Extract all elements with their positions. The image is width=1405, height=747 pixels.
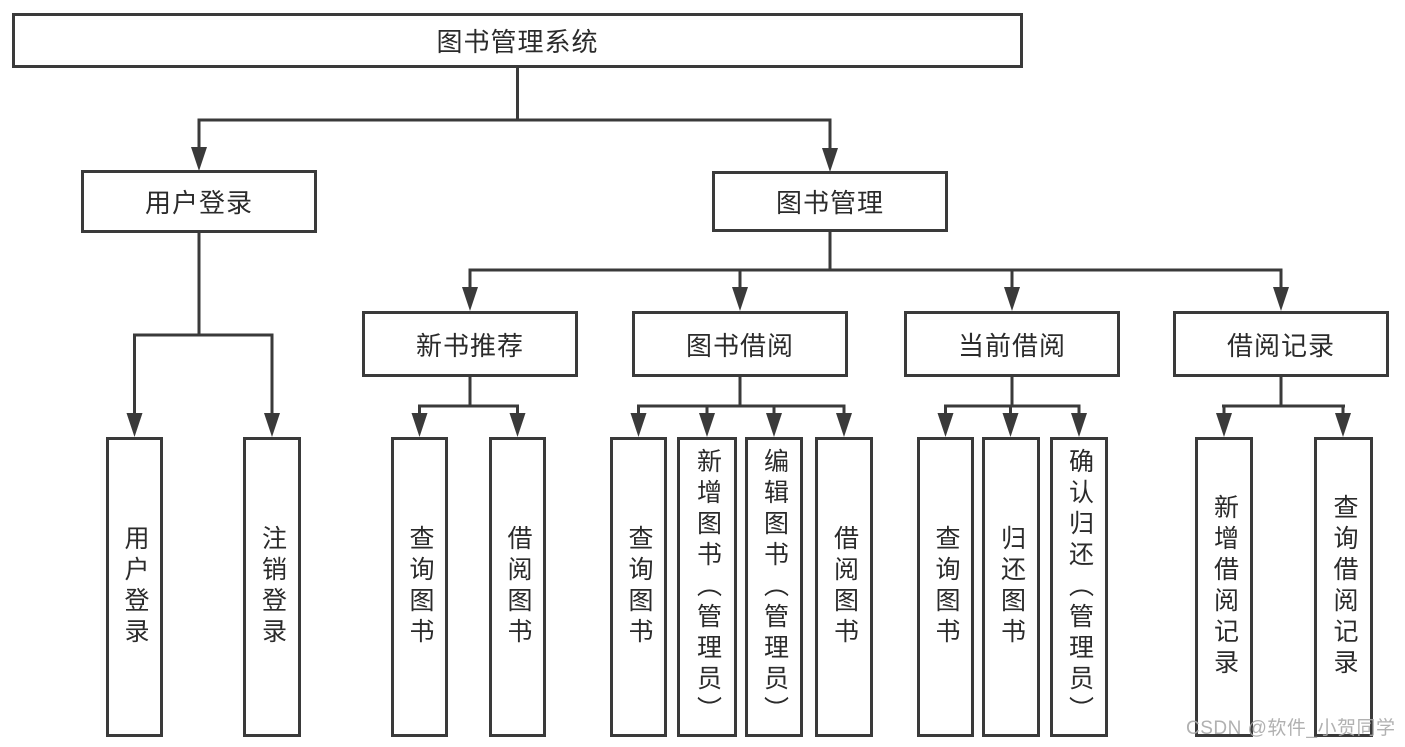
leaf-borrow-books-recommend: 借阅图书 [489,437,546,737]
node-user-login: 用户登录 [81,170,317,233]
leaf-return-book-label: 归还图书 [997,525,1026,649]
node-library-system-label: 图书管理系统 [436,27,599,57]
leaf-borrow-books-label: 借阅图书 [830,525,859,649]
leaf-query-borrow-record-label: 查询借阅记录 [1330,494,1358,680]
leaf-query-books-recommend: 查询图书 [391,437,448,737]
leaf-add-borrow-record-label: 新增借阅记录 [1210,494,1239,680]
leaf-return-book: 归还图书 [982,437,1040,737]
node-library-system: 图书管理系统 [12,13,1023,68]
node-new-book-recommend: 新书推荐 [362,311,578,377]
leaf-add-book-admin: 新增图书（管理员） [677,437,737,737]
connector-book-management-level [462,232,1289,311]
leaf-query-books-recommend-label: 查询图书 [406,525,434,649]
node-new-book-recommend-label: 新书推荐 [415,330,524,361]
node-current-borrow-label: 当前借阅 [957,330,1066,361]
leaf-logout-label: 注销登录 [258,525,287,649]
connector-borrow-record-subtree [1216,377,1351,437]
leaf-edit-book-admin: 编辑图书（管理员） [745,437,803,737]
connector-user-login-subtree [126,233,280,437]
leaf-query-books-current-label: 查询图书 [932,525,960,649]
leaf-user-login: 用户登录 [106,437,163,737]
connector-new-book-subtree [411,377,526,437]
leaf-borrow-books: 借阅图书 [815,437,873,737]
node-book-borrow: 图书借阅 [632,311,848,377]
connector-current-borrow-subtree [937,377,1087,437]
leaf-query-books-borrow-label: 查询图书 [625,525,653,649]
node-book-management: 图书管理 [712,171,948,232]
leaf-logout: 注销登录 [243,437,301,737]
node-user-login-label: 用户登录 [144,188,253,218]
leaf-confirm-return-admin: 确认归还（管理员） [1050,437,1108,737]
node-book-borrow-label: 图书借阅 [685,330,794,361]
connector-book-borrow-subtree [630,377,852,437]
csdn-watermark: CSDN @软件_小贺同学 [1186,718,1396,739]
node-borrow-records: 借阅记录 [1173,311,1389,377]
node-current-borrow: 当前借阅 [904,311,1120,377]
leaf-add-borrow-record: 新增借阅记录 [1195,437,1253,737]
leaf-user-login-label: 用户登录 [121,525,149,649]
connector-root-level [191,66,838,172]
leaf-query-books-current: 查询图书 [917,437,974,737]
node-borrow-records-label: 借阅记录 [1226,330,1335,361]
leaf-query-books-borrow: 查询图书 [610,437,667,737]
leaf-borrow-books-recommend-label: 借阅图书 [504,525,532,649]
leaf-query-borrow-record: 查询借阅记录 [1314,437,1373,737]
leaf-confirm-return-admin-label: 确认归还（管理员） [1065,447,1094,727]
leaf-add-book-admin-label: 新增图书（管理员） [693,447,722,727]
leaf-edit-book-admin-label: 编辑图书（管理员） [760,447,789,727]
node-book-management-label: 图书管理 [775,188,884,218]
